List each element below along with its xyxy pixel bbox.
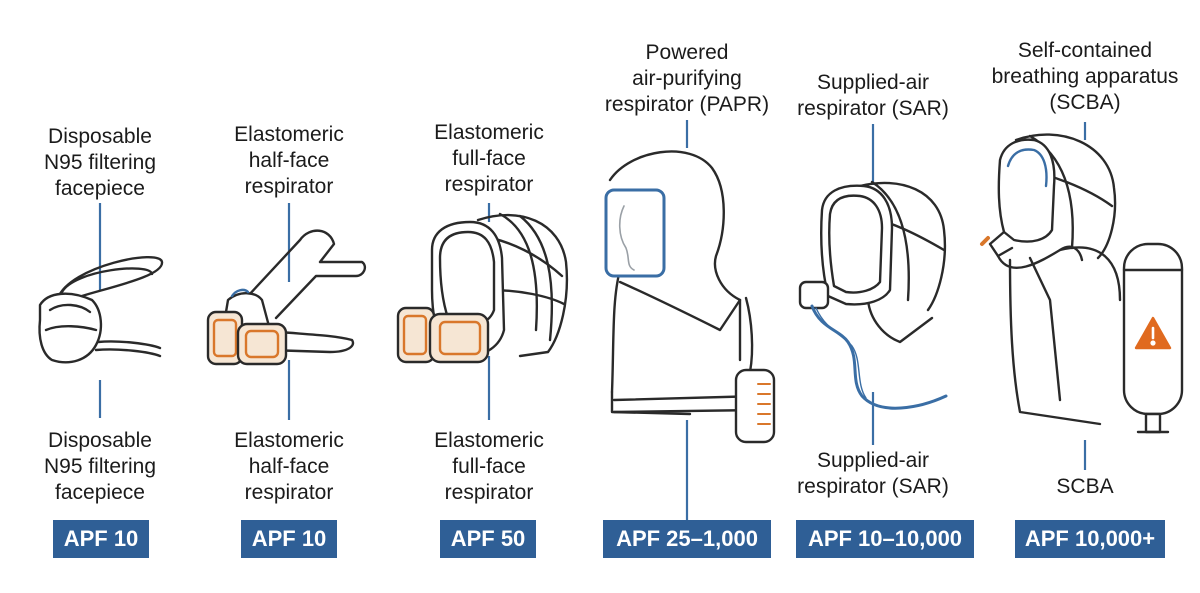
label-top-scba: Self-contained breathing apparatus (SCBA…	[991, 39, 1179, 114]
scba-tank-icon	[980, 133, 1184, 434]
apf-badge-full-face: APF 50	[440, 520, 536, 558]
label-bottom-n95: Disposable N95 filtering facepiece	[43, 429, 157, 504]
connector-lines	[98, 120, 1087, 520]
apf-badge-sar: APF 10–10,000	[796, 520, 974, 558]
full-face-respirator-icon	[396, 212, 569, 364]
label-top-full-face: Elastomeric full-face respirator	[434, 121, 544, 196]
papr-hood-icon	[604, 150, 776, 444]
n95-mask-icon	[38, 256, 164, 364]
label-bottom-scba: SCBA	[1056, 475, 1114, 498]
apf-badge-n95: APF 10	[53, 520, 149, 558]
label-bottom-half-face: Elastomeric half-face respirator	[234, 429, 344, 504]
label-bottom-full-face: Elastomeric full-face respirator	[434, 429, 544, 504]
label-top-papr: Powered air-purifying respirator (PAPR)	[604, 41, 770, 116]
supplied-air-mask-icon	[798, 180, 948, 410]
label-bottom-sar: Supplied-air respirator (SAR)	[797, 449, 949, 498]
label-top-n95: Disposable N95 filtering facepiece	[43, 125, 157, 200]
label-top-half-face: Elastomeric half-face respirator	[234, 123, 344, 198]
apf-badge-scba: APF 10,000+	[1015, 520, 1165, 558]
apf-badge-papr: APF 25–1,000	[603, 520, 771, 558]
label-top-sar: Supplied-air respirator (SAR)	[797, 71, 949, 120]
apf-badge-half-face: APF 10	[241, 520, 337, 558]
half-face-respirator-icon	[206, 229, 367, 366]
